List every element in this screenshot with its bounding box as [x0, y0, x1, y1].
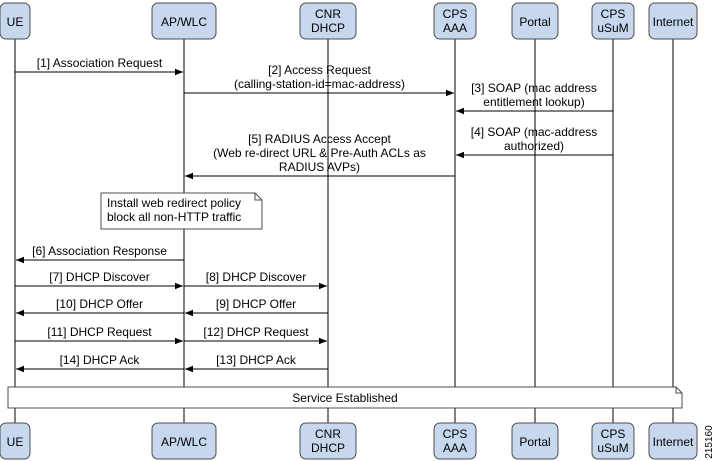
participant-label: CPS: [443, 427, 468, 441]
message-label: [8] DHCP Discover: [206, 270, 306, 284]
participant-top-ue: UE: [0, 2, 31, 40]
participant-label: DHCP: [311, 441, 345, 455]
participant-label: UE: [7, 15, 24, 29]
participant-box: [591, 422, 635, 460]
message-label: [6] Association Response: [32, 244, 167, 258]
participant-top-internet: Internet: [648, 2, 698, 40]
participant-box: [299, 422, 357, 460]
participant-box: [648, 422, 698, 460]
participant-box: [648, 2, 698, 40]
message-arrows: [1] Association Request [2] Access Reques…: [15, 56, 613, 373]
figure-id: 215160: [704, 425, 715, 459]
message-label: [3] SOAP (mac address: [471, 81, 597, 95]
participant-label: uSuM: [597, 21, 628, 35]
note-box: [100, 192, 263, 230]
message-m5: [5] RADIUS Access Accept(Web re-direct U…: [185, 132, 455, 180]
message-m9: [9] DHCP Offer: [185, 297, 328, 317]
message-m14: [14] DHCP Ack: [16, 353, 184, 373]
participant-label: AAA: [443, 441, 467, 455]
participant-label: CNR: [315, 7, 341, 21]
message-m10: [10] DHCP Offer: [16, 297, 184, 317]
banner-fold: [675, 387, 682, 394]
message-label: [7] DHCP Discover: [49, 270, 149, 284]
participant-bottom-portal: Portal: [511, 422, 559, 460]
participant-bottom-apwlc: AP/WLC: [151, 422, 217, 460]
participant-label: Portal: [519, 435, 550, 449]
participant-label: UE: [7, 435, 24, 449]
message-label: [5] RADIUS Access Accept: [248, 132, 391, 146]
message-m8: [8] DHCP Discover: [184, 270, 327, 290]
note-fold: [254, 193, 262, 201]
participant-label: AP/WLC: [161, 15, 207, 29]
message-label: [13] DHCP Ack: [216, 353, 297, 367]
participant-box: [433, 422, 477, 460]
message-label: RADIUS AVPs): [279, 160, 360, 174]
message-label: (Web re-direct URL & Pre-Auth ACLs as: [213, 146, 426, 160]
message-label: [10] DHCP Offer: [56, 297, 143, 311]
message-m12: [12] DHCP Request: [184, 325, 327, 345]
participant-box: [511, 2, 559, 40]
participant-label: CPS: [601, 427, 626, 441]
message-m7: [7] DHCP Discover: [15, 270, 183, 290]
participant-label: CNR: [315, 427, 341, 441]
participant-label: Internet: [653, 435, 694, 449]
participant-label: AAA: [443, 21, 467, 35]
participant-bottom-internet: Internet: [648, 422, 698, 460]
note-text: block all non-HTTP traffic: [107, 210, 241, 224]
message-m11: [11] DHCP Request: [15, 325, 183, 345]
participant-top-apwlc: AP/WLC: [151, 2, 217, 40]
participant-box: [0, 2, 31, 40]
message-label: [4] SOAP (mac-address: [471, 125, 598, 139]
banner: Service Established: [7, 386, 683, 409]
message-label: [1] Association Request: [37, 56, 163, 70]
participant-label: Portal: [519, 15, 550, 29]
participant-box: [511, 422, 559, 460]
participant-label: Internet: [653, 15, 694, 29]
participant-box: [299, 2, 357, 40]
message-label: [12] DHCP Request: [203, 325, 309, 339]
message-label: [9] DHCP Offer: [216, 297, 296, 311]
message-m6: [6] Association Response: [16, 244, 184, 264]
participant-label: AP/WLC: [161, 435, 207, 449]
participant-label: CPS: [443, 7, 468, 21]
banner-label: Service Established: [292, 391, 397, 405]
participant-label: DHCP: [311, 21, 345, 35]
note-text: Install web redirect policy: [107, 196, 241, 210]
message-m2: [2] Access Request(calling-station-id=ma…: [184, 63, 454, 97]
participant-label: uSuM: [597, 441, 628, 455]
message-label: entitlement lookup): [483, 95, 584, 109]
participant-box: [151, 422, 217, 460]
participant-box: [151, 2, 217, 40]
message-label: [2] Access Request: [268, 63, 371, 77]
message-label: authorized): [504, 139, 564, 153]
message-label: [11] DHCP Request: [47, 325, 152, 339]
participant-label: CPS: [601, 7, 626, 21]
message-m13: [13] DHCP Ack: [185, 353, 328, 373]
lifelines: [14, 39, 674, 423]
participant-box: [0, 422, 31, 460]
participant-bottom-ue: UE: [0, 422, 31, 460]
banner-box: [7, 386, 683, 409]
message-m1: [1] Association Request: [15, 56, 183, 76]
participant-box: [433, 2, 477, 40]
message-label: (calling-station-id=mac-address): [234, 77, 405, 91]
participant-box: [591, 2, 635, 40]
message-label: [14] DHCP Ack: [60, 353, 141, 367]
participant-top-portal: Portal: [511, 2, 559, 40]
